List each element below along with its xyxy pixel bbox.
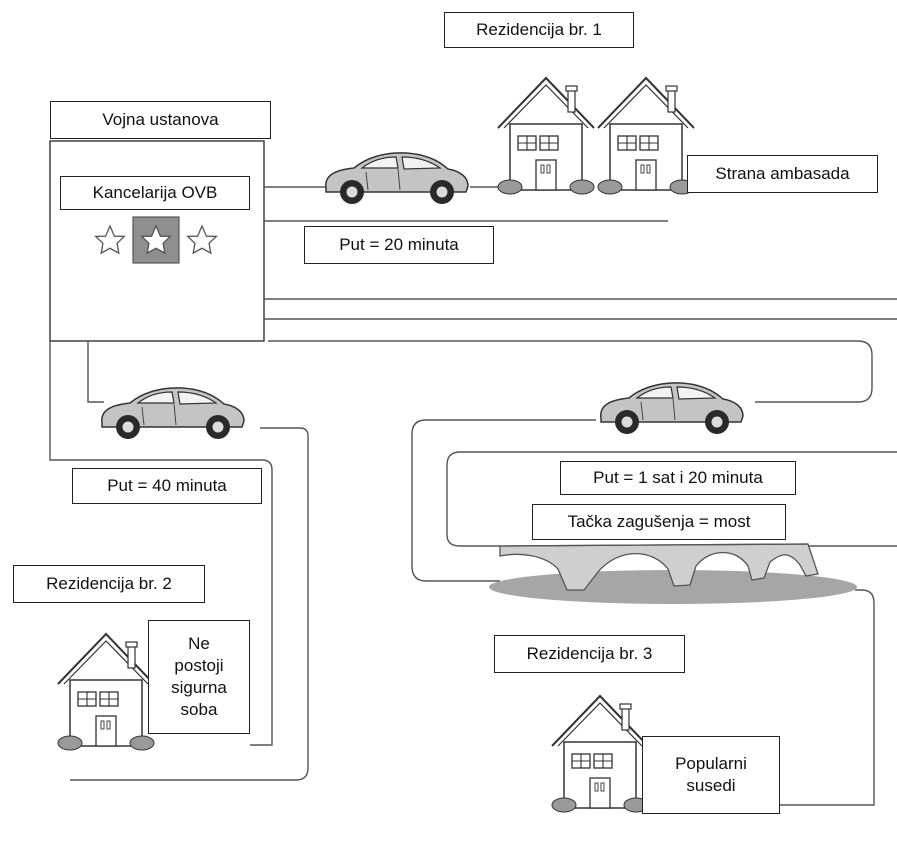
road-lines: [49, 140, 897, 806]
label-office: Kancelarija OVB: [60, 176, 250, 210]
label-foreign-embassy: Strana ambasada: [687, 155, 878, 193]
car-icon: [599, 382, 744, 435]
label-no-safe-room: Ne postoji sigurna soba: [148, 620, 250, 734]
house-icon: [57, 633, 155, 751]
label-route-40: Put = 40 minuta: [72, 468, 262, 504]
house-icon: [497, 77, 595, 195]
label-route-80: Put = 1 sat i 20 minuta: [560, 461, 796, 495]
label-popular-neighbors: Popularni susedi: [642, 736, 780, 814]
label-chokepoint: Tačka zagušenja = most: [532, 504, 786, 540]
label-residence-1: Rezidencija br. 1: [444, 12, 634, 48]
car-icon: [100, 387, 245, 440]
label-residence-2: Rezidencija br. 2: [13, 565, 205, 603]
label-route-20: Put = 20 minuta: [304, 226, 494, 264]
house-icon: [597, 77, 695, 195]
car-icon: [324, 152, 469, 205]
label-residence-3: Rezidencija br. 3: [494, 635, 685, 673]
star-icon: [95, 225, 125, 254]
house-icon: [551, 695, 649, 813]
rating-stars: [95, 216, 217, 264]
label-military-facility: Vojna ustanova: [50, 101, 271, 139]
bridge-icon: [489, 543, 857, 604]
star-icon: [187, 225, 217, 254]
